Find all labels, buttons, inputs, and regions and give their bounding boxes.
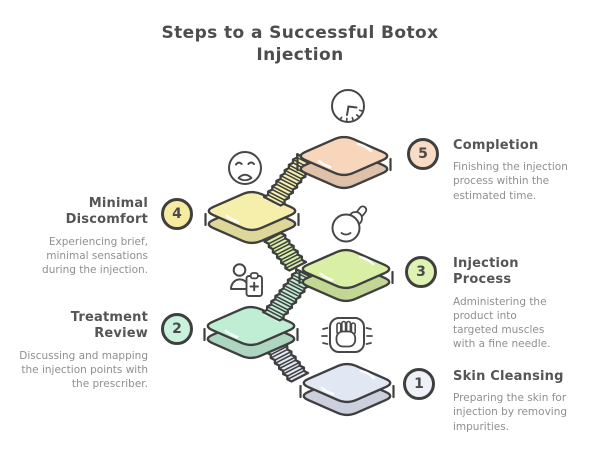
step-description: Discussing and mapping the injection poi…: [19, 349, 148, 390]
step-number: 1: [414, 376, 424, 392]
clock-icon: [331, 89, 365, 123]
step-badge-5: 5: [407, 138, 439, 170]
step-number: 5: [418, 146, 428, 162]
step-3-text-block: Injection Process Administering the prod…: [453, 256, 558, 351]
hand-cleansing-icon: [321, 317, 373, 353]
step-description: Finishing the injection process within t…: [453, 161, 568, 202]
step-title: Injection Process: [453, 256, 519, 288]
stairs-flight-2-3: [261, 268, 314, 322]
step-title: Treatment Review: [70, 310, 148, 342]
step-description: Administering the product into targeted …: [453, 295, 551, 351]
step-2-text-block: Treatment Review Discussing and mapping …: [8, 310, 148, 391]
step-4-text-block: Minimal Discomfort Experiencing brief, m…: [13, 196, 148, 277]
step-badge-2: 2: [161, 313, 193, 345]
step-5-text-block: Completion Finishing the injection proce…: [453, 138, 571, 203]
sad-face-icon: [228, 151, 262, 185]
step-description: Preparing the skin for injection by remo…: [453, 392, 568, 433]
step-number: 2: [172, 321, 182, 337]
step-badge-4: 4: [161, 198, 193, 230]
step-badge-3: 3: [405, 256, 437, 288]
step-1-text-block: Skin Cleansing Preparing the skin for in…: [453, 369, 571, 434]
platform-step-1: [299, 362, 395, 417]
step-title: Skin Cleansing: [453, 369, 564, 384]
step-title: Minimal Discomfort: [65, 196, 148, 228]
platform-step-5: [296, 135, 392, 190]
platform-step-3: [298, 248, 394, 303]
clinician-clipboard-icon: [230, 263, 263, 297]
stairs-flight-4-5: [262, 153, 315, 207]
page-title: Steps to a Successful Botox Injection: [161, 23, 439, 66]
step-badge-1: 1: [403, 368, 435, 400]
step-title: Completion: [453, 138, 539, 153]
step-number: 3: [416, 264, 426, 280]
syringe-face-icon: [331, 205, 368, 243]
step-number: 4: [172, 206, 182, 222]
step-description: Experiencing brief, minimal sensations d…: [42, 235, 148, 276]
